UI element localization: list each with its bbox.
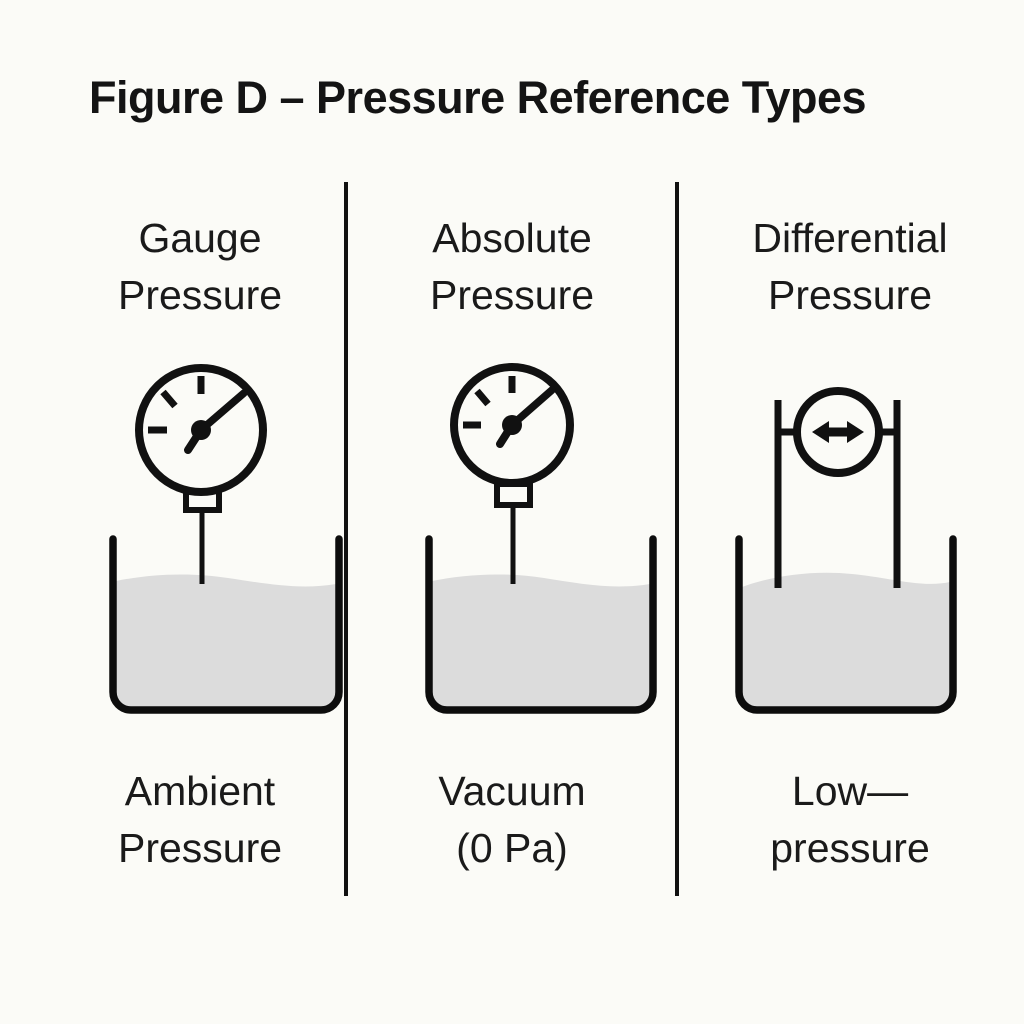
heading-differential-line1: Differential (752, 215, 947, 261)
gauge-hub-1 (191, 420, 211, 440)
column-gauge-pressure: Gauge Pressure Ambient Pressure (109, 215, 343, 871)
dial-gauge-2 (450, 363, 574, 487)
dp-arrow-head-left (812, 421, 829, 443)
heading-differential-line2: Pressure (768, 272, 932, 318)
gauge-tick-2b (474, 388, 491, 407)
vessel-liquid-2 (432, 574, 650, 711)
caption-gauge-line2: Pressure (118, 825, 282, 871)
caption-differential-line1: Low— (792, 768, 908, 814)
vessel-liquid-3 (742, 572, 950, 711)
gauge-neck-2 (494, 481, 533, 508)
heading-gauge-line1: Gauge (138, 215, 261, 261)
dp-arrow-head-right (847, 421, 864, 443)
caption-absolute-line1: Vacuum (438, 768, 585, 814)
differential-gauge (793, 387, 883, 477)
figure-title: Figure D – Pressure Reference Types (89, 72, 866, 123)
heading-absolute-line2: Pressure (430, 272, 594, 318)
column-differential-pressure: Differential Pressure Low— pressure (735, 215, 957, 871)
dial-gauge-1 (135, 364, 267, 496)
caption-differential-line2: pressure (770, 825, 930, 871)
vessel-outline-3 (735, 535, 957, 714)
gauge-tick-1b (160, 389, 178, 409)
caption-gauge-line1: Ambient (125, 768, 276, 814)
vessel-outline-2 (425, 535, 657, 714)
heading-absolute-line1: Absolute (432, 215, 592, 261)
column-absolute-pressure: Absolute Pressure Vacuum (0 Pa) (425, 215, 657, 871)
heading-gauge-line2: Pressure (118, 272, 282, 318)
gauge-hub-2 (502, 415, 522, 435)
vessel-outline-1 (109, 535, 343, 714)
vessel-liquid-1 (116, 574, 336, 711)
caption-absolute-line2: (0 Pa) (456, 825, 568, 871)
